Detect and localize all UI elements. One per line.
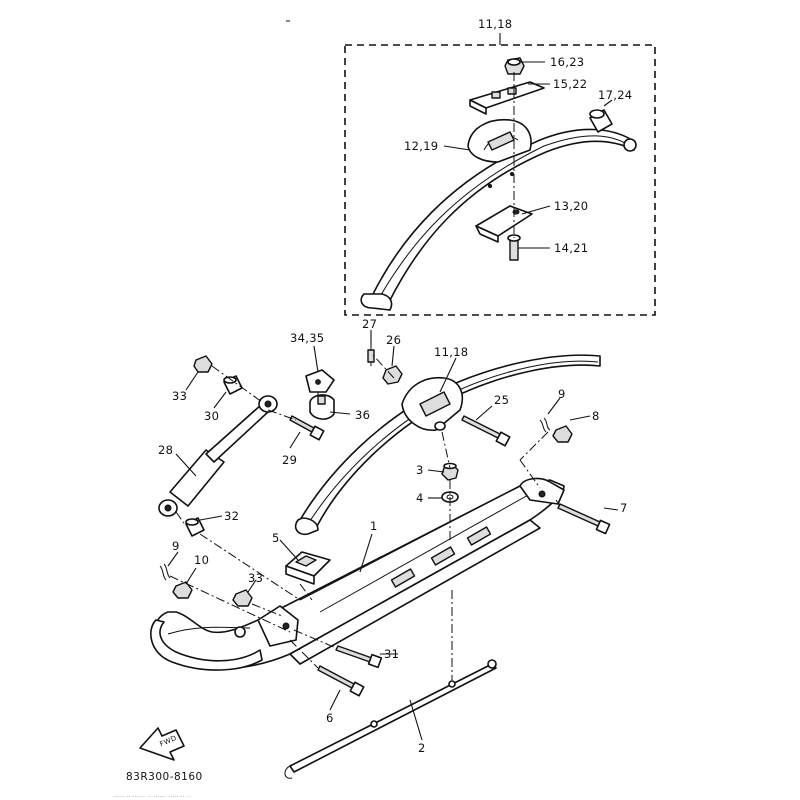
runner-2 [284,659,497,779]
callout-7: 7 [620,501,628,515]
callout-2: 2 [418,741,426,755]
callout-8: 8 [592,409,600,423]
callout-6: 6 [326,711,334,725]
cotter-pin-9-left [159,563,171,581]
callout-10: 10 [194,553,209,567]
damper-36 [309,394,335,420]
callout-28: 28 [158,443,173,457]
callout-30: 30 [204,409,219,423]
upper-leaf-spring [360,128,637,311]
callout-15-22: 15,22 [553,77,587,91]
nut-33-bottom [232,589,253,607]
callout-31: 31 [384,647,399,661]
callout-32: 32 [224,509,239,523]
drawing-code: 83R300-8160 [126,771,203,783]
shock-absorber-28 [158,395,278,517]
nut-26 [382,365,403,385]
nut-8 [552,425,573,443]
callout-12-19: 12,19 [404,139,438,153]
callout-34-35: 34,35 [290,331,324,345]
callout-33-top: 33 [172,389,187,403]
main-exploded-view: 11,18 27 26 34,35 33 30 36 25 9 8 28 29 … [150,317,628,779]
callout-26: 26 [386,333,401,347]
footer-note: ····· ·· ······ ·· ······ ····· ·· ·· [114,794,191,800]
detail-frame [344,44,656,316]
collar-32 [185,517,205,537]
leaf-spring-assembly-detail: 11,18 16,23 15,22 17,24 12,19 13,20 14,2… [344,17,656,316]
callout-33-bottom: 33 [248,571,263,585]
plate-13-20 [475,205,533,243]
callout-27: 27 [362,317,377,331]
bolt-6 [317,665,365,697]
collar-17-24 [589,109,613,133]
nut-33-top [193,355,213,373]
callout-9-left: 9 [172,539,180,553]
ski-1 [150,477,565,671]
callout-3: 3 [416,463,424,477]
clamp-plate-15-22 [469,81,545,115]
callout-4: 4 [416,491,424,505]
callout-29: 29 [282,453,297,467]
callout-9-right: 9 [558,387,566,401]
front-direction-arrow: FWD [139,727,185,761]
spring-bracket-11-18 [401,377,464,431]
callout-36: 36 [355,408,370,422]
bracket-34-35 [305,369,335,393]
bolt-31 [335,645,383,669]
collar-30 [223,375,243,395]
callout-14-21: 14,21 [554,241,588,255]
nut-16-23 [504,57,525,75]
bolt-29 [289,415,325,441]
nut-10 [172,581,193,599]
bolt-25 [461,415,511,447]
callout-11-18-upper: 11,18 [478,17,512,31]
callout-5: 5 [272,531,280,545]
spring-clip-5 [285,551,331,585]
callout-11-18-lower: 11,18 [434,345,468,359]
callout-13-20: 13,20 [554,199,588,213]
callout-25: 25 [494,393,509,407]
bolt-7 [557,503,611,535]
grease-nipple-27 [367,346,375,366]
callout-1: 1 [370,519,378,533]
cotter-pin-9-right [539,417,551,433]
spring-bracket-12-19 [467,119,532,163]
callout-17-24: 17,24 [598,88,632,102]
bolt-14-21 [507,234,521,261]
nut-3 [441,462,459,481]
callout-16-23: 16,23 [550,55,584,69]
